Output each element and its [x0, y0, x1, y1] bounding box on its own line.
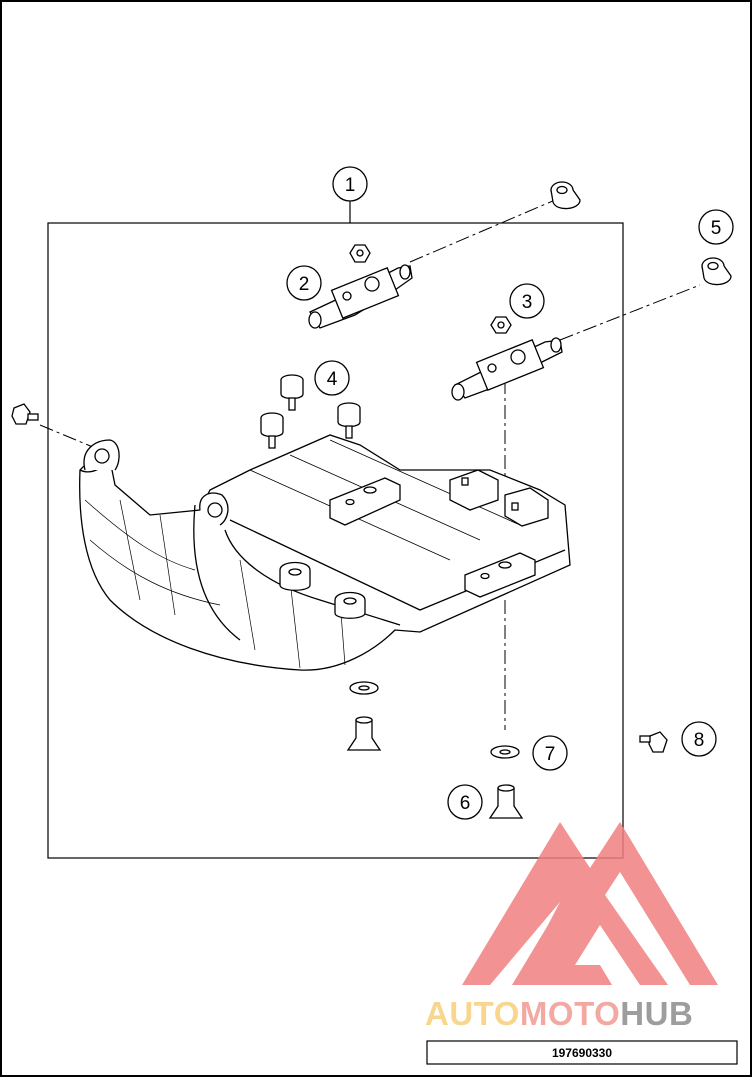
callout-4-label: 4 [327, 369, 338, 390]
part-number-box: 197690330 [426, 1040, 738, 1065]
callout-markers: 1 2 3 4 5 6 7 8 [286, 166, 734, 820]
callout-4: 4 [314, 360, 350, 396]
callout-7: 7 [532, 735, 568, 771]
callout-3: 3 [509, 283, 545, 319]
kit-frame [47, 222, 624, 859]
callout-6: 6 [447, 784, 483, 820]
watermark-auto: AUTO [425, 995, 520, 1032]
assembly-axis-lines [39, 199, 701, 730]
bracket-front [308, 244, 413, 329]
callout-3-label: 3 [522, 292, 533, 313]
callout-6-label: 6 [460, 793, 471, 814]
callout-5-label: 5 [711, 218, 722, 239]
watermark-hub: HUB [620, 995, 693, 1032]
watermark-triangle-icon [462, 822, 718, 985]
callout-8: 8 [681, 721, 717, 757]
collar-screws [11, 403, 668, 753]
svg-text:AUTOMOTOHUB: AUTOMOTOHUB [425, 995, 693, 1032]
callout-5: 5 [698, 209, 734, 245]
watermark-logo: AUTOMOTOHUB [425, 822, 718, 1032]
callout-7-label: 7 [545, 744, 556, 765]
watermark-moto: MOTO [520, 995, 620, 1032]
callout-2-label: 2 [299, 274, 310, 295]
skid-plate [79, 434, 571, 671]
callout-1-label: 1 [345, 175, 356, 196]
callout-8-label: 8 [694, 730, 705, 751]
spacer-bushings [550, 181, 732, 286]
callout-2: 2 [286, 265, 322, 301]
lower-fasteners [346, 681, 524, 819]
callout-1: 1 [332, 166, 368, 202]
rubber-buffers [260, 374, 361, 449]
part-number: 197690330 [552, 1046, 612, 1060]
bracket-rear [451, 316, 563, 401]
